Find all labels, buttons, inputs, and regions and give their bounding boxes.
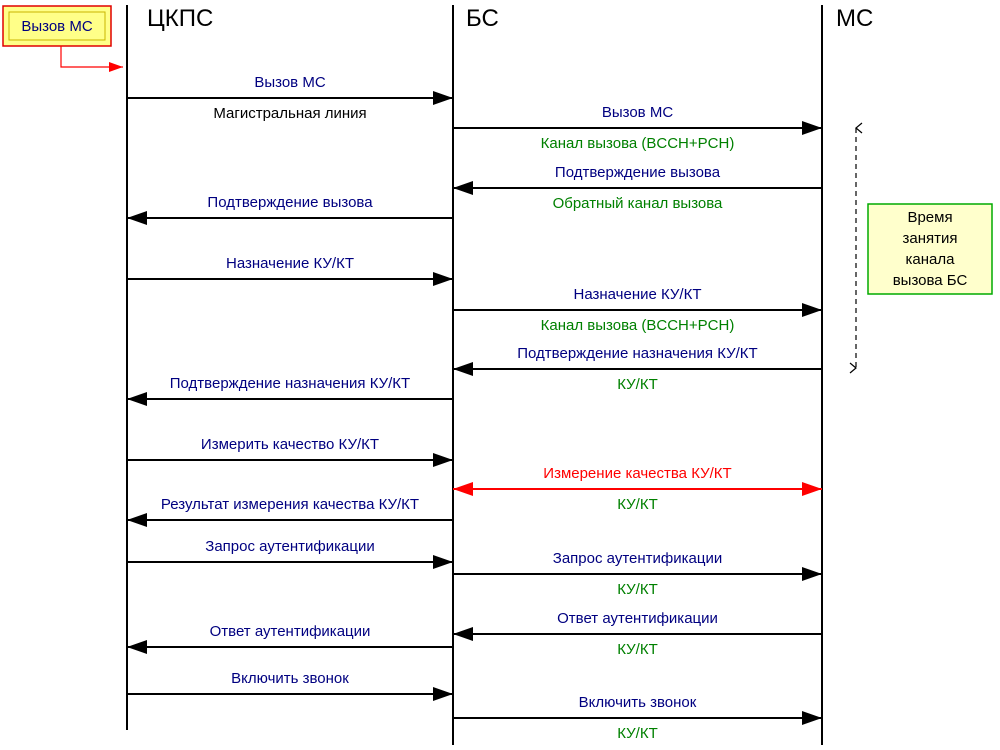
- message-10: Измерение качества КУ/КТ КУ/КТ: [453, 465, 822, 513]
- time-note-line: Время: [907, 209, 952, 226]
- time-note-box: Время занятия канала вызова БС: [867, 203, 993, 295]
- time-note-line: занятия: [903, 230, 958, 247]
- message-label: Включить звонок: [579, 694, 697, 711]
- message-12: Запрос аутентификации: [127, 538, 453, 569]
- trigger-label: Вызов МС: [21, 18, 92, 35]
- message-1: Вызов МС Магистральная линия: [127, 74, 453, 122]
- message-label: Вызов МС: [254, 74, 325, 91]
- message-label: Подтверждение вызова: [555, 164, 721, 181]
- trigger-box: Вызов МС: [2, 5, 112, 47]
- channel-label: Магистральная линия: [213, 105, 366, 122]
- channel-label: Обратный канал вызова: [553, 195, 723, 212]
- trigger-connector: [60, 46, 123, 72]
- channel-label: Канал вызова (BCCH+PCH): [541, 135, 735, 152]
- message-9: Измерить качество КУ/КТ: [127, 436, 453, 467]
- participant-title-bs: БС: [466, 5, 499, 32]
- message-label: Ответ аутентификации: [557, 610, 718, 627]
- message-label: Измерить качество КУ/КТ: [201, 436, 379, 453]
- message-11: Результат измерения качества КУ/КТ: [127, 496, 453, 527]
- message-label: Включить звонок: [231, 670, 349, 687]
- message-4: Подтверждение вызова: [127, 194, 453, 225]
- time-note-line: вызова БС: [893, 272, 968, 289]
- channel-label: КУ/КТ: [617, 581, 658, 598]
- message-5: Назначение КУ/КТ: [127, 255, 453, 286]
- channel-label: КУ/КТ: [617, 725, 658, 742]
- message-list: Вызов МС Магистральная линия Вызов МС Канал…: [127, 74, 822, 742]
- message-6: Назначение КУ/КТ Канал вызова (BCCH+PCH): [453, 286, 822, 334]
- channel-label: КУ/КТ: [617, 376, 658, 393]
- message-label: Вызов МС: [602, 104, 673, 121]
- message-label: Результат измерения качества КУ/КТ: [161, 496, 419, 513]
- message-label: Подтверждение вызова: [207, 194, 373, 211]
- channel-label: КУ/КТ: [617, 641, 658, 658]
- message-2: Вызов МС Канал вызова (BCCH+PCH): [453, 104, 822, 152]
- message-label: Назначение КУ/КТ: [573, 286, 701, 303]
- message-label: Ответ аутентификации: [210, 623, 371, 640]
- time-note-line: канала: [906, 251, 956, 268]
- message-label: Подтверждение назначения КУ/КТ: [170, 375, 410, 392]
- message-label: Измерение качества КУ/КТ: [543, 465, 731, 482]
- message-15: Ответ аутентификации: [127, 623, 453, 654]
- message-label: Назначение КУ/КТ: [226, 255, 354, 272]
- channel-label: Канал вызова (BCCH+PCH): [541, 317, 735, 334]
- participant-title-ms: МС: [836, 5, 873, 32]
- message-label: Запрос аутентификации: [205, 538, 374, 555]
- message-label: Подтверждение назначения КУ/КТ: [517, 345, 757, 362]
- participant-title-ckps: ЦКПС: [147, 5, 213, 32]
- message-label: Запрос аутентификации: [553, 550, 722, 567]
- message-16: Включить звонок: [127, 670, 453, 701]
- channel-label: КУ/КТ: [617, 496, 658, 513]
- message-8: Подтверждение назначения КУ/КТ: [127, 375, 453, 406]
- message-7: Подтверждение назначения КУ/КТ КУ/КТ: [453, 345, 822, 393]
